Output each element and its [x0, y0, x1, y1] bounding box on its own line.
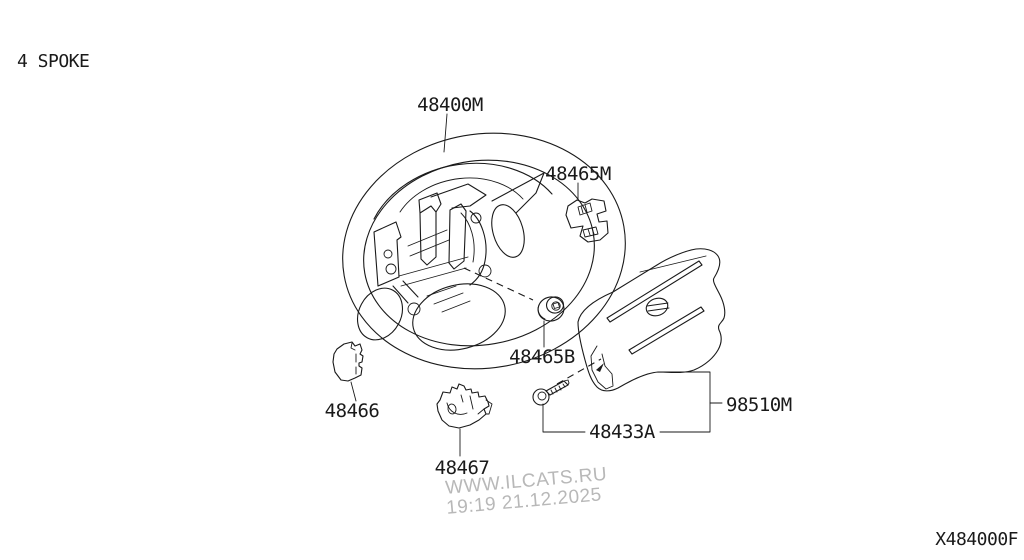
label-48400M[interactable]: 48400M	[417, 94, 483, 116]
leader-48466	[350, 381, 357, 402]
nut-drawing[interactable]	[535, 294, 566, 324]
assembly-line-hub-to-nut	[463, 267, 534, 301]
leader-48433A-right	[658, 371, 711, 433]
lower-cover-drawing[interactable]	[436, 383, 493, 429]
nut-hole	[551, 301, 561, 311]
label-98510M[interactable]: 98510M	[726, 394, 792, 416]
label-48465B[interactable]: 48465B	[509, 346, 575, 368]
wheel-rim-blade-section	[491, 172, 545, 214]
label-48467[interactable]: 48467	[435, 457, 490, 479]
wheel-hub-armature	[373, 183, 492, 316]
bolt-shaft	[545, 380, 569, 396]
bolt-head	[532, 388, 550, 406]
airbag-module-drawing[interactable]	[577, 248, 726, 392]
bolt-drawing[interactable]	[532, 379, 570, 406]
wheel-outer-rim	[342, 132, 626, 370]
leader-48400M	[443, 113, 448, 153]
label-48433A[interactable]: 48433A	[589, 421, 656, 443]
variant-title: 4 SPOKE	[17, 51, 89, 72]
wheel-rim-section-leaf	[491, 204, 525, 258]
nut-body	[545, 296, 565, 314]
spoke-opening-center	[412, 283, 506, 351]
side-cover-outline	[332, 341, 364, 382]
airbag-module-mount-bracket	[590, 345, 614, 390]
label-48465M[interactable]: 48465M	[545, 163, 611, 185]
wheel-rim-top-inner-edge	[399, 177, 524, 213]
assembly-line-bolt-to-module	[556, 358, 602, 385]
airbag-module-vent-upper	[606, 260, 703, 323]
wheel-rim-top-edge	[373, 162, 553, 220]
side-cover-drawing[interactable]	[332, 341, 364, 382]
airbag-module-top-contour	[639, 255, 707, 273]
lower-cover-outline	[436, 383, 490, 429]
diagram-code: X484000F	[935, 529, 1018, 550]
leader-48433A-left	[542, 403, 586, 433]
spoke-opening-left	[356, 287, 404, 341]
contact-bracket-drawing[interactable]	[565, 198, 609, 243]
label-48466[interactable]: 48466	[325, 400, 380, 422]
steering-wheel-drawing[interactable]	[324, 111, 644, 391]
airbag-module-outline	[577, 248, 726, 392]
nissan-emblem	[645, 297, 670, 317]
bracket-outline	[565, 198, 609, 243]
airbag-module-vent-lower	[628, 306, 705, 355]
